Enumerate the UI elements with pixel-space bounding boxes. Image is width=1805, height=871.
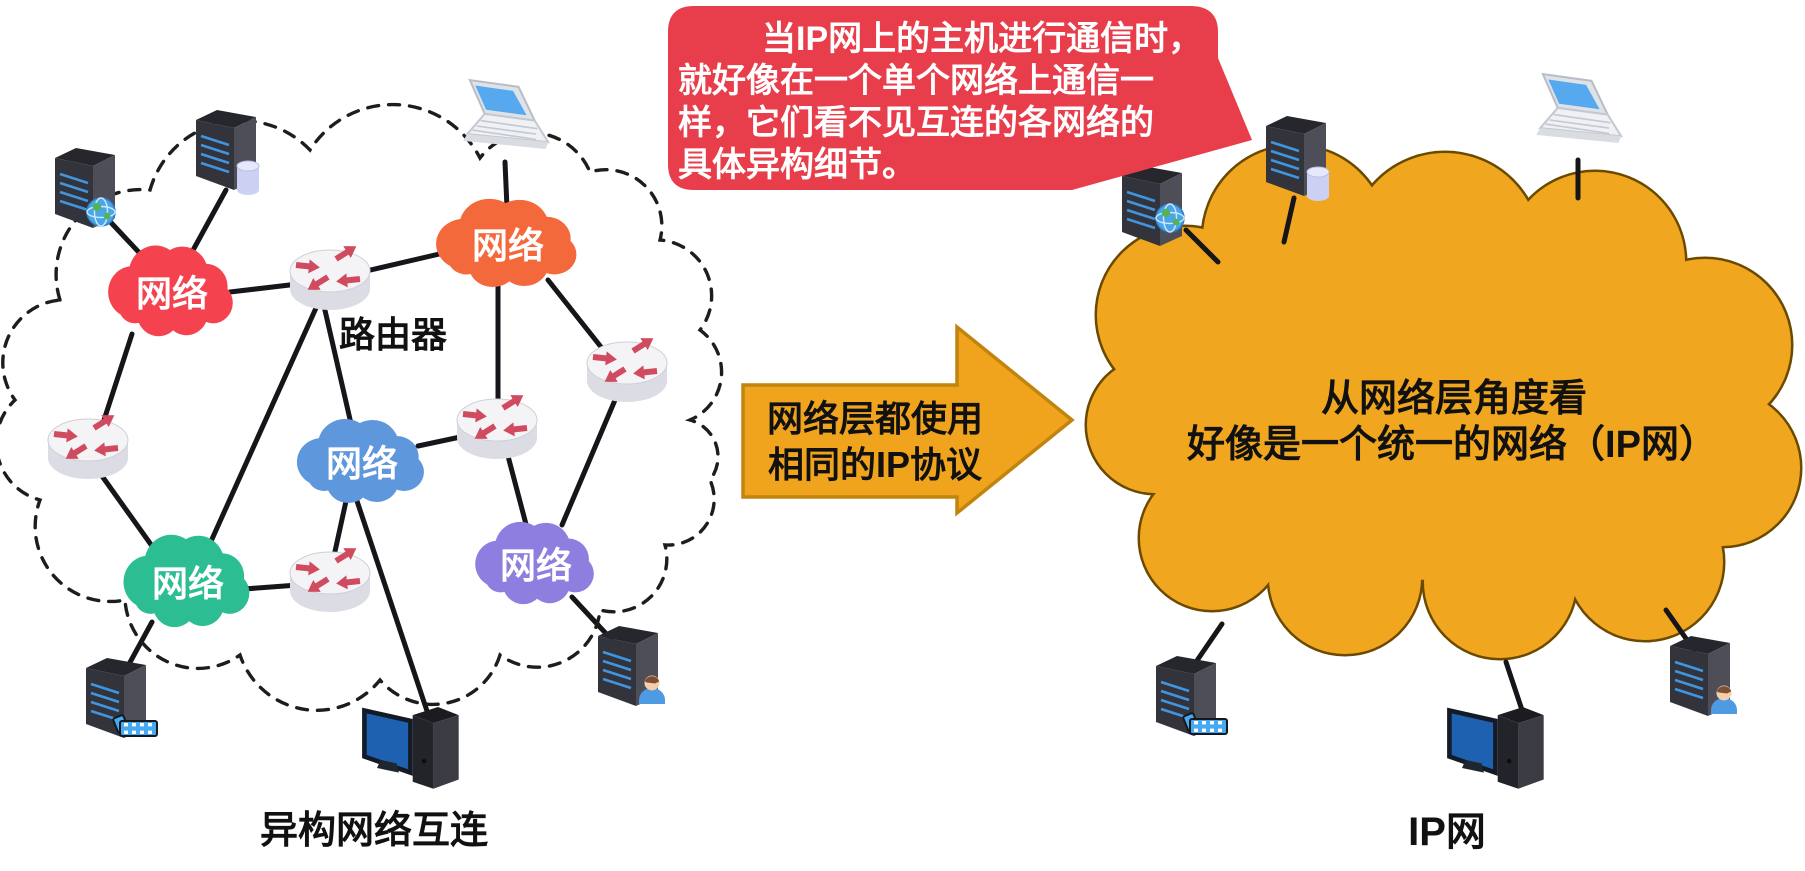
ip-cloud-text-line2: 好像是一个统一的网络（IP网） [1186,423,1717,466]
bubble-line2: 就好像在一个单个网络上通信一 [678,61,1154,100]
network-cloud-orange-label: 网络 [472,225,544,266]
network-cloud-orange: 网络 [436,198,577,288]
router-icon-1 [290,240,370,310]
server-media-icon [84,656,158,740]
network-cloud-blue-label: 网络 [326,443,398,484]
network-cloud-green: 网络 [123,534,250,628]
left-network-links [99,159,618,717]
server-media-right-icon [1154,654,1228,738]
speech-bubble-shape [668,6,1252,190]
ip-cloud-text-line1: 从网络层角度看 [1321,377,1587,420]
laptop-right-icon [1535,73,1623,144]
network-cloud-purple: 网络 [475,521,594,605]
network-cloud-red-label: 网络 [136,273,208,314]
speech-bubble: 当IP网上的主机进行通信时， 就好像在一个单个网络上通信一 样，它们看不见互连的… [668,6,1252,190]
network-cloud-red: 网络 [108,245,233,337]
left-caption: 异构网络互连 [260,809,488,852]
router-icon-4 [48,409,128,479]
server-globe-right-icon [1120,164,1185,248]
router-label: 路由器 [339,314,448,355]
router-icon-5 [290,542,370,612]
network-cloud-purple-label: 网络 [500,545,572,586]
desktop-computer-right-icon [1449,707,1543,789]
network-cloud-green-label: 网络 [152,563,224,604]
transform-arrow-shape [741,323,1075,517]
heterogeneous-boundary-cloud [0,102,724,713]
server-database-icon [194,108,260,196]
laptop-icon [462,79,550,150]
bubble-line1: 当IP网上的主机进行通信时， [762,20,1202,58]
right-caption: IP网 [1408,810,1486,854]
server-globe-icon [53,146,117,230]
arrow-text-line2: 相同的IP协议 [768,444,983,485]
server-user-right-icon [1668,634,1737,718]
server-user-icon [596,624,665,708]
network-cloud-blue: 网络 [296,419,424,503]
bubble-line3: 样，它们看不见互连的各网络的 [678,103,1154,142]
bubble-line4: 具体异构细节。 [678,146,916,184]
transform-arrow: 网络层都使用 相同的IP协议 [741,323,1075,517]
ip-cloud: 从网络层角度看 好像是一个统一的网络（IP网） [1084,143,1803,661]
router-icon-3 [457,389,537,459]
desktop-computer-icon [364,707,458,789]
arrow-text-line1: 网络层都使用 [767,398,983,439]
